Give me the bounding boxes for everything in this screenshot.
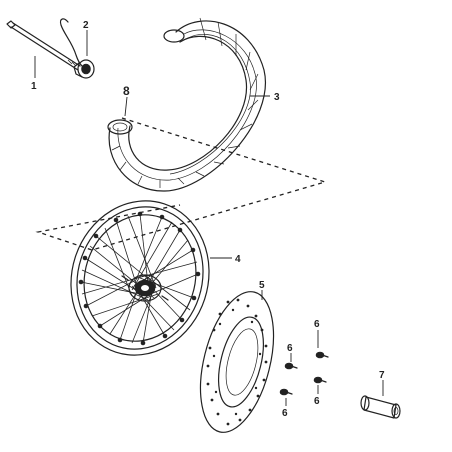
callout-4: 4 bbox=[235, 254, 241, 265]
bolt-3 bbox=[313, 376, 327, 384]
leader-lines bbox=[34, 30, 384, 406]
leader-8 bbox=[124, 96, 128, 117]
callout-6d: 6 bbox=[282, 408, 288, 419]
callout-6a: 6 bbox=[287, 343, 293, 354]
disc-drill-holes bbox=[206, 298, 268, 426]
axle-shaft-icon bbox=[6, 20, 81, 71]
bolt-2 bbox=[315, 351, 329, 359]
bolt-icon bbox=[279, 351, 329, 396]
wheel-hub bbox=[121, 274, 169, 302]
callout-5: 5 bbox=[259, 280, 265, 291]
speedometer-gear-icon bbox=[59, 18, 95, 79]
callout-7: 7 bbox=[379, 370, 385, 381]
callout-8: 8 bbox=[123, 84, 130, 98]
callout-3: 3 bbox=[274, 92, 280, 103]
callout-6b: 6 bbox=[314, 319, 320, 330]
callout-labels: 1 2 3 4 5 6 6 6 6 7 8 bbox=[31, 20, 385, 419]
spacer-sleeve-icon bbox=[360, 395, 401, 419]
bolt-1 bbox=[284, 362, 298, 370]
spoked-wheel-icon bbox=[70, 200, 210, 356]
tire-icon bbox=[107, 17, 267, 192]
spokes bbox=[80, 213, 199, 344]
bolt-4 bbox=[279, 388, 293, 396]
callout-1: 1 bbox=[31, 81, 37, 92]
brake-disc-icon bbox=[199, 291, 275, 433]
callout-6c: 6 bbox=[314, 396, 320, 407]
callout-2: 2 bbox=[83, 20, 89, 31]
assembly-guide-lines bbox=[35, 117, 328, 251]
inner-tube-icon bbox=[112, 122, 128, 132]
